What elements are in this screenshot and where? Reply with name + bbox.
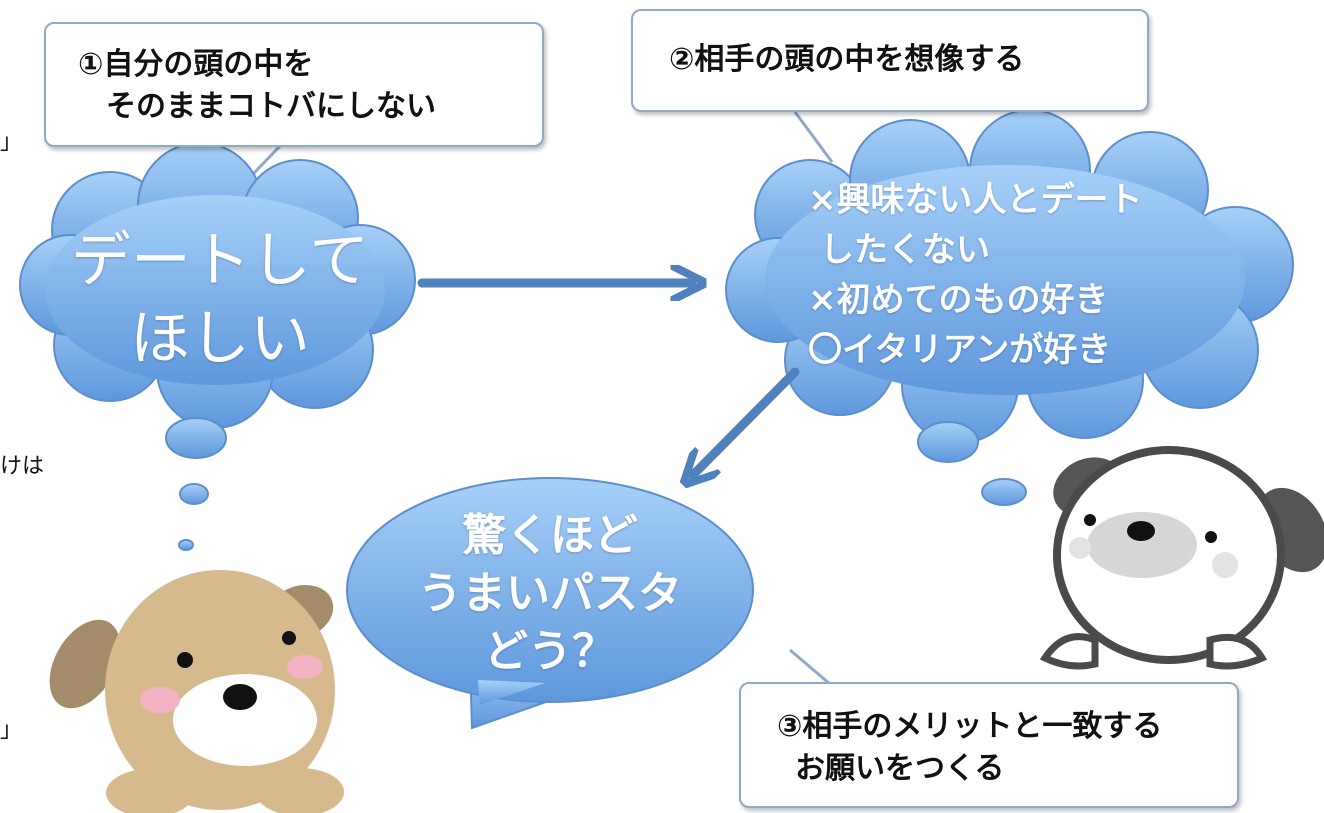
step2-callout: ②相手の頭の中を想像する <box>631 9 1149 112</box>
margin-fragment-c: 」 <box>0 718 23 743</box>
step3-line2: お願いをつくる <box>795 751 1005 786</box>
own-thought-trail <box>165 417 227 551</box>
margin-fragment-b: けは <box>0 454 45 479</box>
own-thought-line1: デートして <box>70 226 370 296</box>
partner-thought-line4: 〇イタリアンが好き <box>808 330 1112 370</box>
callout3-pointer <box>789 648 831 686</box>
partner-thought-cloud <box>725 109 1294 444</box>
partner-thought-line2: したくない <box>820 230 990 270</box>
request-line2: うまいパスタ <box>418 568 682 619</box>
partner-thought-line3: ×初めてのもの好き <box>808 280 1109 320</box>
tan-puppy <box>49 570 344 813</box>
request-line3: どう？ <box>484 626 616 677</box>
request-speech-bubble <box>346 477 754 730</box>
step3-line1: ③相手のメリットと一致する <box>777 709 1163 744</box>
margin-fragment-a: 」 <box>0 130 23 155</box>
request-speech-text: 驚くほど うまいパスタ どう？ <box>380 507 720 681</box>
white-puppy <box>1039 446 1324 670</box>
step1-callout: ①自分の頭の中を そのままコトバにしない <box>44 22 544 147</box>
step1-line2: そのままコトバにしない <box>106 89 436 124</box>
arrow-to-request <box>693 367 800 475</box>
own-thought-line2: ほしい <box>130 304 310 374</box>
request-line1: 驚くほど <box>462 510 638 561</box>
step3-callout: ③相手のメリットと一致する お願いをつくる <box>739 682 1239 808</box>
partner-thought-trail <box>917 421 1027 506</box>
step1-line1: ①自分の頭の中を <box>78 47 314 82</box>
own-thought-cloud <box>19 142 416 429</box>
callout2-pointer <box>793 111 834 163</box>
step2-line1: ②相手の頭の中を想像する <box>669 42 1025 77</box>
own-thought-text: デートして ほしい <box>30 222 410 378</box>
partner-thought-line1: ×興味ない人とデート <box>808 180 1143 220</box>
partner-thought-text: ×興味ない人とデート したくない ×初めてのもの好き 〇イタリアンが好き <box>808 175 1143 375</box>
